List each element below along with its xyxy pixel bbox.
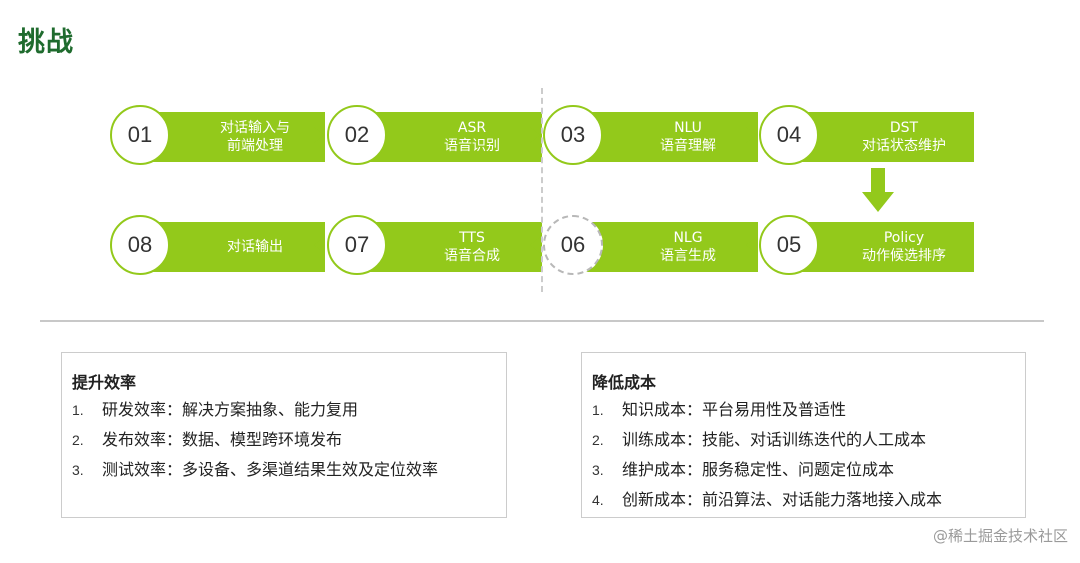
step-bar [789,112,974,162]
list-number: 1. [592,402,604,418]
step-label-line2: 语言生成 [660,248,716,264]
panel-title: 提升效率 [72,373,137,392]
step-03: 03 NLU 语音理解 [543,105,758,165]
list-item: 4. 创新成本：前沿算法、对话能力落地接入成本 [592,490,942,520]
step-bar [140,222,325,272]
list-text: 创新成本：前沿算法、对话能力落地接入成本 [622,490,943,509]
arrow-right-icon [746,127,756,143]
step-number: 02 [327,105,387,165]
step-label-line1: Policy [883,230,925,246]
arrow-left-icon [314,237,324,253]
step-08: 08 对话输出 [110,215,325,275]
panel-list: 1. 研发效率：解决方案抽象、能力复用 2. 发布效率：数据、模型跨环境发布 3… [72,400,438,490]
step-01: 01 对话输入与 前端处理 [110,105,325,165]
step-bar [140,112,325,162]
step-label-line1: NLU [674,120,702,136]
step-07: 07 TTS 语音合成 [327,215,542,275]
step-label: TTS 语音合成 [397,222,547,272]
step-label-line2: 语音识别 [444,138,500,154]
step-02: 02 ASR 语音识别 [327,105,542,165]
step-label-line2: 对话状态维护 [862,138,946,154]
arrow-left-icon [530,237,540,253]
arrow-down-icon [862,168,894,214]
step-number: 08 [110,215,170,275]
list-item: 1. 知识成本：平台易用性及普适性 [592,400,942,430]
step-bar [357,222,542,272]
step-04: 04 DST 对话状态维护 [759,105,974,165]
step-number: 06 [543,215,603,275]
step-number: 01 [110,105,170,165]
step-label: 对话输入与 前端处理 [180,112,330,162]
step-label-line1: ASR [457,120,487,136]
list-text: 维护成本：服务稳定性、问题定位成本 [622,460,895,479]
list-text: 测试效率：多设备、多渠道结果生效及定位效率 [102,460,439,479]
step-label: ASR 语音识别 [397,112,547,162]
step-label-line1: 对话输出 [227,239,283,255]
list-text: 发布效率：数据、模型跨环境发布 [102,430,343,449]
step-bar [573,112,758,162]
section-divider [40,320,1044,322]
step-label-line2: 前端处理 [227,138,283,154]
step-06: 06 NLG 语言生成 [543,215,758,275]
list-number: 4. [592,492,604,508]
list-item: 3. 测试效率：多设备、多渠道结果生效及定位效率 [72,460,438,490]
step-label-line1: TTS [459,230,485,246]
step-label-line2: 语音理解 [660,138,716,154]
list-number: 2. [72,432,84,448]
step-number: 07 [327,215,387,275]
step-bar [573,222,758,272]
step-label: Policy 动作候选排序 [829,222,979,272]
list-item: 2. 发布效率：数据、模型跨环境发布 [72,430,438,460]
step-label-line1: 对话输入与 [220,120,290,136]
watermark: @稀土掘金技术社区 [932,527,1068,545]
list-text: 训练成本：技能、对话训练迭代的人工成本 [622,430,927,449]
step-number: 03 [543,105,603,165]
step-label-line1: NLG [673,230,703,246]
step-bar [789,222,974,272]
arrow-right-icon [314,127,324,143]
step-label-line1: DST [889,120,919,136]
list-number: 3. [592,462,604,478]
list-number: 2. [592,432,604,448]
list-text: 研发效率：解决方案抽象、能力复用 [102,400,359,419]
arrow-left-icon [746,237,756,253]
panel-list: 1. 知识成本：平台易用性及普适性 2. 训练成本：技能、对话训练迭代的人工成本… [592,400,942,520]
step-label-line2: 动作候选排序 [862,248,946,264]
list-text: 知识成本：平台易用性及普适性 [622,400,847,419]
list-item: 2. 训练成本：技能、对话训练迭代的人工成本 [592,430,942,460]
panel-title: 降低成本 [592,373,657,392]
list-item: 3. 维护成本：服务稳定性、问题定位成本 [592,460,942,490]
step-bar [357,112,542,162]
list-item: 1. 研发效率：解决方案抽象、能力复用 [72,400,438,430]
step-number: 04 [759,105,819,165]
step-label: NLU 语音理解 [613,112,763,162]
arrow-right-icon [530,127,540,143]
panel-efficiency: 提升效率 1. 研发效率：解决方案抽象、能力复用 2. 发布效率：数据、模型跨环… [61,352,507,518]
list-number: 1. [72,402,84,418]
step-05: 05 Policy 动作候选排序 [759,215,974,275]
step-label: DST 对话状态维护 [829,112,979,162]
page-title: 挑战 [18,27,74,58]
stage-divider [541,88,543,292]
step-number: 05 [759,215,819,275]
step-label: NLG 语言生成 [613,222,763,272]
panel-cost: 降低成本 1. 知识成本：平台易用性及普适性 2. 训练成本：技能、对话训练迭代… [581,352,1026,518]
list-number: 3. [72,462,84,478]
step-label: 对话输出 [180,222,330,272]
step-label-line2: 语音合成 [444,248,500,264]
